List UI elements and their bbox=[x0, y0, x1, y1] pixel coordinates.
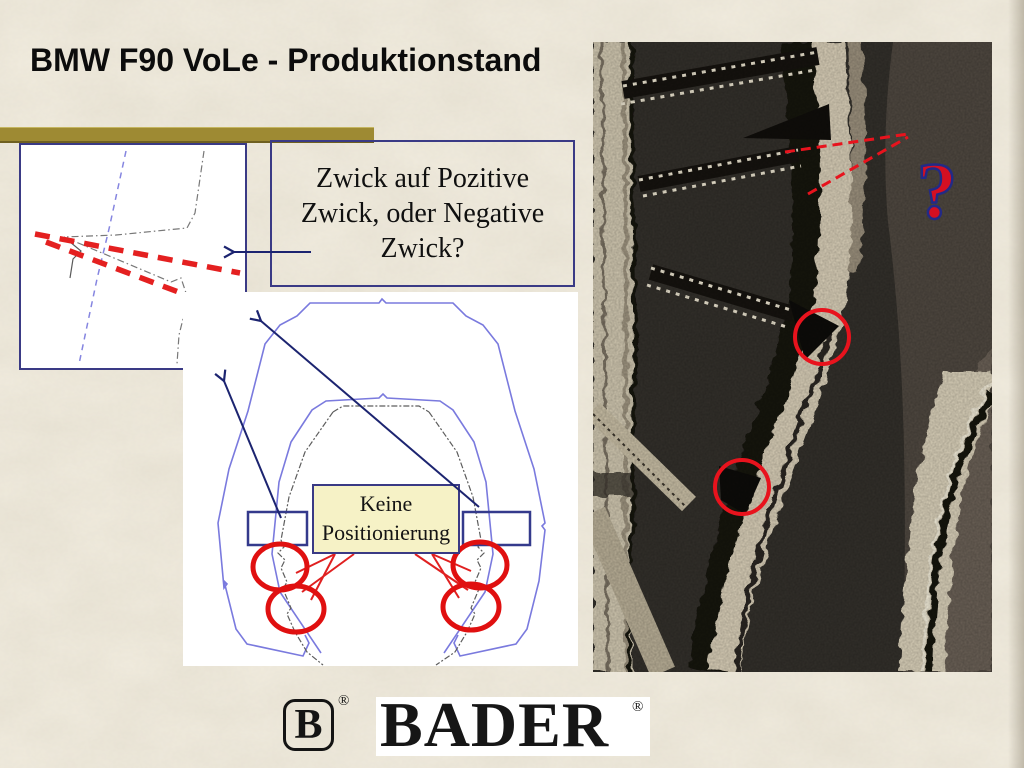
bader-wordmark: BADER bbox=[380, 689, 610, 760]
angle-dashed-line bbox=[784, 132, 909, 154]
seam-photo: ? bbox=[593, 42, 992, 672]
pinch-direction-line-upper bbox=[34, 231, 241, 276]
defect-circle bbox=[793, 308, 851, 366]
detail-diagram-panel bbox=[19, 143, 247, 370]
outer-contour-line bbox=[217, 297, 546, 657]
label-line: Positionierung bbox=[321, 520, 451, 545]
logo-initial: B bbox=[294, 702, 323, 748]
page-edge-shadow bbox=[1008, 0, 1024, 768]
position-rect-right bbox=[461, 510, 532, 547]
seam-profile-lower-line bbox=[63, 236, 189, 365]
cross-section-diagram bbox=[217, 297, 546, 666]
registered-mark-icon: ® bbox=[338, 693, 350, 709]
bader-b-logo: B bbox=[283, 699, 334, 751]
defect-circle bbox=[713, 458, 771, 516]
position-rect-left bbox=[246, 510, 309, 547]
defect-circle bbox=[265, 583, 327, 635]
slide-title: BMW F90 VoLe - Produktionstand bbox=[30, 42, 542, 78]
angle-dashed-line bbox=[807, 135, 909, 196]
logo-background-strip bbox=[376, 697, 650, 756]
pinch-direction-line-lower bbox=[45, 239, 243, 319]
callout-line: Zwick, oder Negative bbox=[300, 197, 545, 229]
defect-circles bbox=[250, 539, 510, 635]
callout-line: Zwick? bbox=[380, 233, 465, 265]
accent-bar bbox=[0, 127, 374, 143]
question-callout-box: Zwick auf Pozitive Zwick, oder Negative … bbox=[270, 140, 575, 287]
cad-dashed-line bbox=[78, 150, 127, 365]
detail-diagram bbox=[34, 150, 243, 365]
registered-mark-icon: ® bbox=[632, 699, 644, 715]
defect-circle bbox=[440, 581, 502, 633]
callout-line: Zwick auf Pozitive bbox=[315, 162, 530, 194]
label-line: Keine bbox=[359, 491, 413, 517]
question-mark-annotation: ? bbox=[917, 148, 957, 236]
photo-speckle bbox=[593, 42, 992, 672]
seam-top-line bbox=[332, 405, 430, 413]
cross-section-panel bbox=[183, 292, 578, 666]
seam-profile-upper-line bbox=[63, 150, 205, 238]
photo-annotations: ? bbox=[713, 132, 958, 516]
defect-connector-lines bbox=[295, 553, 472, 601]
no-positioning-label: Keine Positionierung bbox=[312, 484, 460, 554]
defect-circle bbox=[450, 539, 510, 591]
